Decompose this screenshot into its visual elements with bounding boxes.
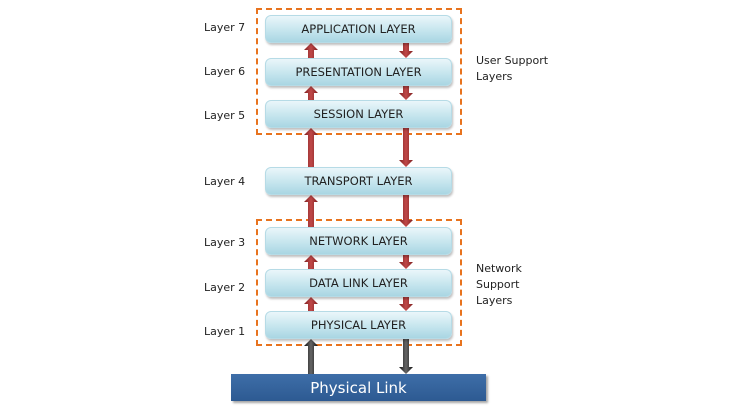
layer-5-label: Layer 5	[204, 109, 246, 122]
down-arrow-1	[399, 86, 413, 100]
physical-link-bar: Physical Link	[231, 374, 486, 401]
layer-2-label: Layer 2	[204, 281, 246, 294]
up-arrow-4	[304, 255, 318, 269]
network-layer-box: NETWORK LAYER	[265, 227, 452, 255]
network-support-group	[256, 219, 462, 346]
layer-4-label: Layer 4	[204, 175, 246, 188]
user-support-label: User Support Layers	[476, 53, 548, 85]
layer-7-label: Layer 7	[204, 21, 246, 34]
layer-1-label: Layer 1	[204, 325, 246, 338]
user-support-group	[256, 8, 462, 135]
down-arrow-physical	[399, 339, 413, 374]
up-arrow-2	[304, 128, 318, 167]
transport-layer-box: TRANSPORT LAYER	[265, 167, 452, 195]
layer-3-label: Layer 3	[204, 236, 246, 249]
user-support-line-2: Layers	[476, 70, 513, 83]
up-arrow-0	[304, 43, 318, 58]
network-support-line-3: Layers	[476, 294, 513, 307]
down-arrow-0	[399, 43, 413, 58]
up-arrow-5	[304, 297, 318, 311]
network-support-label: Network Support Layers	[476, 261, 522, 309]
network-support-line-1: Network	[476, 262, 522, 275]
up-arrow-3	[304, 195, 318, 227]
physical-layer-box: PHYSICAL LAYER	[265, 311, 452, 339]
session-layer-box: SESSION LAYER	[265, 100, 452, 128]
up-arrow-1	[304, 86, 318, 100]
up-arrow-physical	[304, 339, 318, 374]
down-arrow-2	[399, 128, 413, 167]
application-layer-box: APPLICATION LAYER	[265, 15, 452, 43]
down-arrow-3	[399, 195, 413, 227]
down-arrow-4	[399, 255, 413, 269]
down-arrow-5	[399, 297, 413, 311]
data-link-layer-box: DATA LINK LAYER	[265, 269, 452, 297]
layer-6-label: Layer 6	[204, 65, 246, 78]
user-support-line-1: User Support	[476, 54, 549, 67]
presentation-layer-box: PRESENTATION LAYER	[265, 58, 452, 86]
network-support-line-2: Support	[476, 278, 520, 291]
